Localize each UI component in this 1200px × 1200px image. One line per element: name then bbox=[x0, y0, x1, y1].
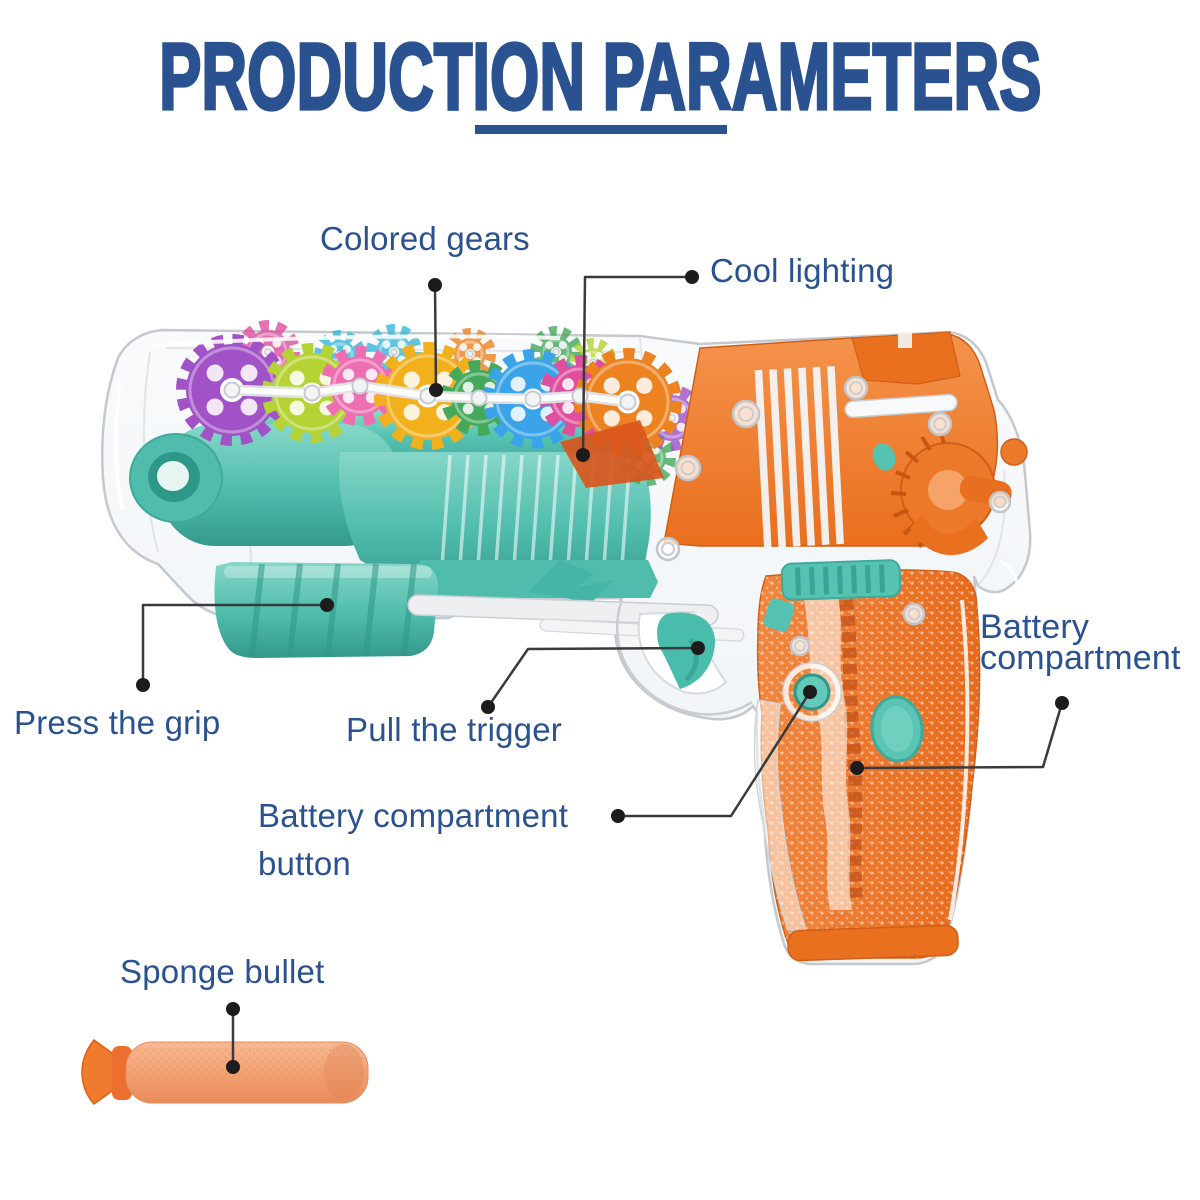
suction-cup bbox=[81, 1038, 131, 1106]
glass-highlights bbox=[113, 334, 1019, 921]
trigger bbox=[657, 612, 716, 689]
bullet-texture bbox=[126, 1042, 368, 1103]
leader-dots bbox=[136, 270, 1069, 1074]
leader-lines bbox=[141, 275, 1064, 1069]
label-press-the-grip: Press the grip bbox=[14, 704, 221, 741]
page-title-wrap: PRODUCTION PARAMETERS bbox=[0, 28, 1200, 126]
title-underline bbox=[475, 125, 727, 134]
slide-catch bbox=[780, 559, 902, 601]
sponge-bullet-illustration bbox=[81, 1038, 369, 1106]
glass-rod bbox=[844, 393, 958, 419]
grip-oval bbox=[870, 695, 924, 763]
rear-sight-block bbox=[851, 331, 961, 385]
grip bbox=[753, 569, 981, 962]
teal-spring-cap bbox=[872, 443, 896, 471]
hammer-wheel bbox=[890, 429, 1028, 549]
label-pull-the-trigger: Pull the trigger bbox=[346, 711, 562, 748]
label-colored-gears: Colored gears bbox=[320, 220, 530, 257]
leader-battery-button bbox=[616, 690, 812, 818]
label-cool-lighting: Cool lighting bbox=[710, 252, 895, 289]
leader-battery-compartment bbox=[855, 701, 1064, 770]
label-sponge-bullet: Sponge bullet bbox=[120, 953, 325, 990]
leader-press-grip bbox=[141, 603, 329, 687]
page-title: PRODUCTION PARAMETERS bbox=[158, 24, 1043, 131]
screw-posts bbox=[655, 375, 1012, 657]
label-battery-compartment: Battery compartment bbox=[980, 608, 1181, 677]
label-battery-compartment-button: Battery compartment button bbox=[258, 797, 569, 882]
rear-lower-piece bbox=[910, 514, 988, 556]
orange-wedge bbox=[560, 420, 664, 488]
teal-latch bbox=[763, 598, 795, 632]
leader-cool-lighting bbox=[581, 275, 694, 457]
bullet-end-shade bbox=[324, 1044, 364, 1100]
teal-lever bbox=[528, 560, 614, 604]
leader-pull-trigger bbox=[486, 646, 700, 709]
trigger-guard-outline bbox=[616, 599, 753, 716]
muzzle-ring bbox=[129, 433, 223, 523]
leader-colored-gears bbox=[433, 283, 438, 392]
